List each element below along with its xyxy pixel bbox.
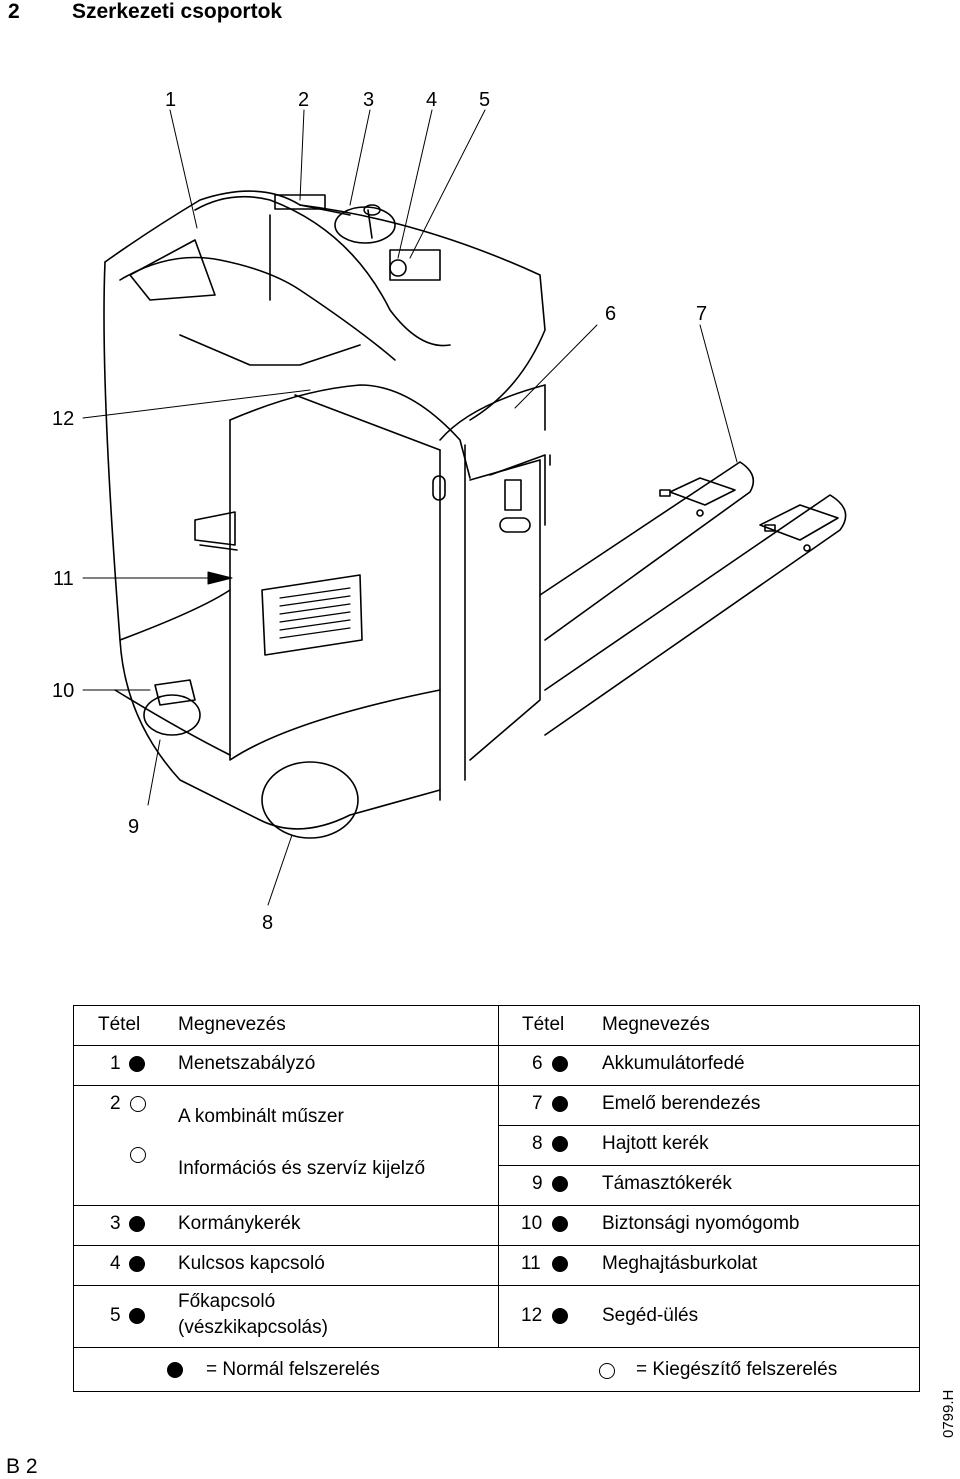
item-name: Emelő berendezés: [602, 1093, 761, 1114]
item-num: 11: [521, 1253, 541, 1274]
item-name: Akkumulátorfedé: [602, 1053, 745, 1074]
callout-1: 1: [165, 89, 176, 111]
standard-bullet-icon: [129, 1056, 145, 1072]
callout-2: 2: [298, 89, 309, 111]
standard-bullet-icon: [552, 1136, 568, 1152]
optional-legend-label: = Kiegészítő felszerelés: [636, 1359, 838, 1380]
item-name: Hajtott kerék: [602, 1133, 709, 1154]
item-name: Biztonsági nyomógomb: [602, 1213, 800, 1234]
callout-11: 11: [53, 568, 74, 590]
callout-9: 9: [128, 816, 139, 838]
callout-4: 4: [426, 89, 437, 111]
item-name: Kormánykerék: [178, 1213, 301, 1234]
header-name-left: Megnevezés: [178, 1014, 286, 1035]
standard-bullet-icon: [552, 1308, 568, 1324]
item-name: A kombinált műszer: [178, 1106, 344, 1127]
section-title: Szerkezeti csoportok: [72, 0, 283, 23]
pallet-truck-drawing: 1 2 3 4 5 6 7 12 11 10 9 8: [52, 89, 847, 934]
callout-6: 6: [605, 303, 616, 325]
header-item-left: Tétel: [98, 1014, 141, 1035]
standard-bullet-icon: [129, 1308, 145, 1324]
item-name-line1: Főkapcsoló: [178, 1291, 276, 1312]
item-num: 12: [521, 1305, 543, 1326]
standard-legend-icon: [167, 1362, 183, 1378]
callout-3: 3: [363, 89, 374, 111]
item-name: Kulcsos kapcsoló: [178, 1253, 325, 1274]
callout-7: 7: [696, 303, 707, 325]
callout-12: 12: [52, 408, 74, 430]
item-name: Információs és szervíz kijelző: [178, 1158, 426, 1179]
callout-8: 8: [262, 912, 273, 934]
parts-table: Tétel Megnevezés Tétel Megnevezés 1 Mene…: [73, 1005, 920, 1392]
standard-bullet-icon: [129, 1256, 145, 1272]
item-num: 5: [110, 1305, 121, 1326]
item-name: Meghajtásburkolat: [602, 1253, 758, 1274]
optional-legend-icon: [599, 1363, 615, 1379]
item-num: 8: [532, 1133, 543, 1154]
optional-bullet-icon: [130, 1147, 146, 1163]
callout-5: 5: [479, 89, 490, 111]
item-name-line2: (vészkikapcsolás): [178, 1317, 328, 1338]
item-name: Menetszabályzó: [178, 1053, 316, 1074]
header-name-right: Megnevezés: [602, 1014, 710, 1035]
standard-bullet-icon: [552, 1256, 568, 1272]
standard-bullet-icon: [552, 1056, 568, 1072]
standard-bullet-icon: [552, 1176, 568, 1192]
item-name: Támasztókerék: [602, 1173, 732, 1194]
callout-10: 10: [52, 680, 74, 702]
page-number: B 2: [6, 1455, 38, 1478]
item-num: 4: [110, 1253, 121, 1274]
standard-legend-label: = Normál felszerelés: [206, 1359, 380, 1380]
item-num: 2: [110, 1093, 121, 1114]
item-name: Segéd-ülés: [602, 1305, 699, 1326]
document-code: 0799.H: [940, 1389, 957, 1438]
standard-bullet-icon: [552, 1096, 568, 1112]
header-item-right: Tétel: [522, 1014, 565, 1035]
item-num: 10: [521, 1213, 543, 1234]
item-num: 6: [532, 1053, 543, 1074]
standard-bullet-icon: [552, 1216, 568, 1232]
standard-bullet-icon: [129, 1216, 145, 1232]
item-num: 9: [532, 1173, 543, 1194]
item-num: 7: [532, 1093, 543, 1114]
optional-bullet-icon: [130, 1096, 146, 1112]
section-number: 2: [8, 0, 20, 23]
item-num: 1: [110, 1053, 121, 1074]
item-num: 3: [110, 1213, 121, 1234]
